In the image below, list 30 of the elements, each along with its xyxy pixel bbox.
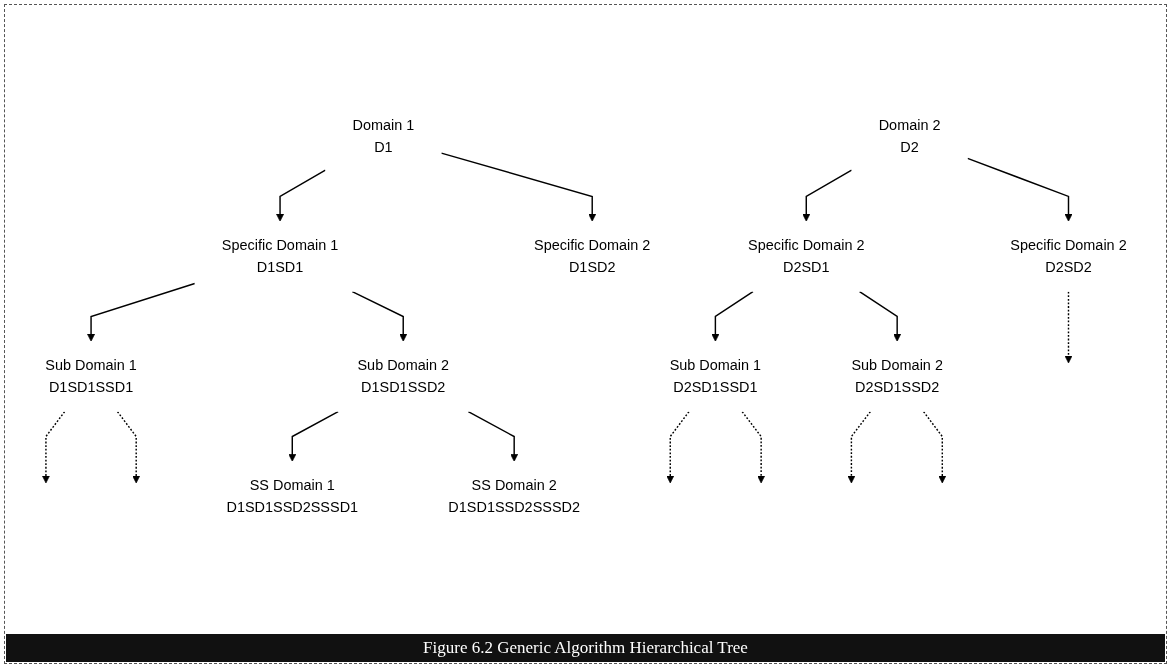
- arrow: [922, 410, 947, 483]
- node-text: SS Domain 2 D1SD1SSD2SSSD2: [448, 477, 580, 515]
- arrow: [711, 290, 754, 342]
- node-text: SS Domain 1 D1SD1SSD2SSSD1: [226, 477, 359, 515]
- arrow: [467, 410, 519, 462]
- figure-caption: Figure 6.2 Generic Algorithm Hierarchical Tree: [6, 634, 1165, 662]
- node-text: Domain 2 D2: [878, 116, 941, 154]
- arrow: [351, 290, 408, 342]
- node-text: Domain 1 D1: [352, 116, 415, 154]
- node-text: Specific Domain 1 D1SD1: [221, 237, 339, 275]
- arrow: [847, 410, 872, 483]
- arrow: [741, 410, 766, 483]
- node-text: Sub Domain 1 D2SD1SSD1: [669, 357, 762, 395]
- node-text: Sub Domain 1 D1SD1SSD1: [45, 357, 137, 395]
- arrow: [440, 151, 597, 222]
- arrow: [87, 282, 196, 342]
- arrow: [116, 410, 141, 483]
- arrow: [858, 290, 902, 342]
- arrow: [276, 168, 327, 222]
- node-text: Specific Domain 2 D1SD2: [534, 237, 651, 275]
- arrow: [666, 410, 690, 483]
- node-text: Sub Domain 2 D2SD1SSD2: [851, 357, 943, 395]
- arrow: [1064, 290, 1073, 363]
- arrow: [966, 157, 1073, 222]
- arrow: [41, 410, 66, 483]
- node-text: Sub Domain 2 D1SD1SSD2: [357, 357, 449, 395]
- arrow: [802, 168, 853, 222]
- node-text: Specific Domain 2 D2SD2: [1010, 237, 1127, 275]
- node-text: Specific Domain 2 D2SD1: [748, 237, 865, 275]
- arrow: [288, 410, 339, 462]
